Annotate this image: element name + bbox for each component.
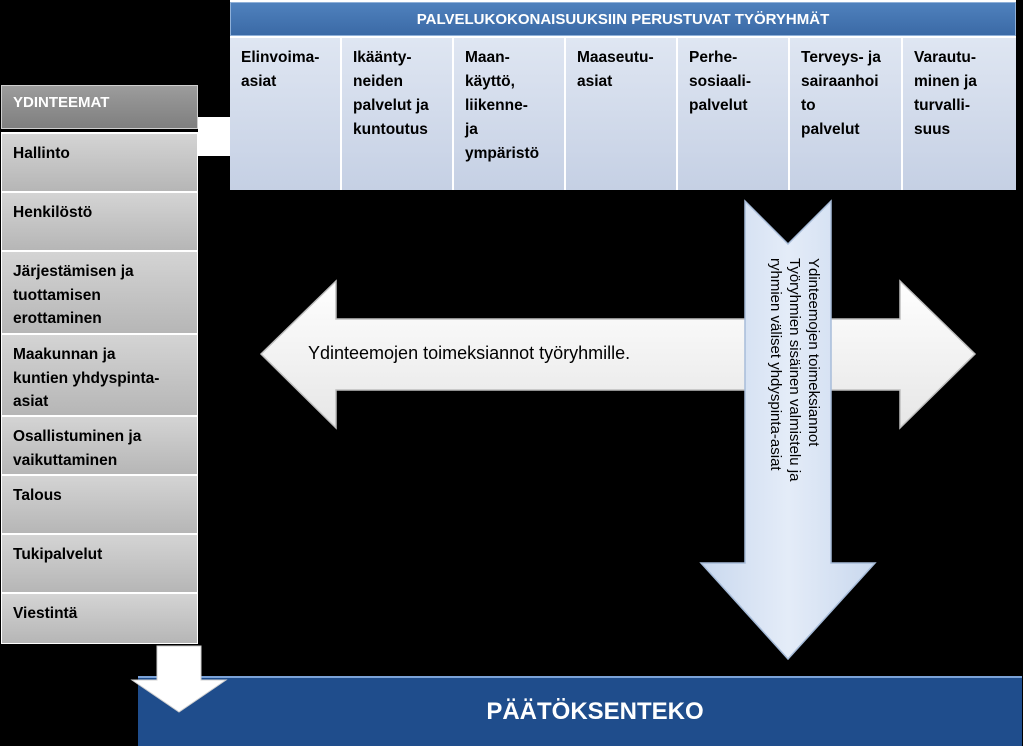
core-theme-item: Maakunnan ja kuntien yhdyspinta- asiat (1, 333, 198, 415)
core-theme-item: Henkilöstö (1, 191, 198, 250)
connector-bar (198, 117, 230, 156)
core-theme-item: Viestintä (1, 592, 198, 644)
work-group-column: Maan- käyttö, liikenne- ja ympäristö (454, 38, 564, 190)
decision-making-box: PÄÄTÖKSENTEKO (138, 676, 1022, 746)
work-group-column: Terveys- ja sairaanhoi to palvelut (790, 38, 901, 190)
core-themes-header: YDINTEEMAT (1, 85, 198, 129)
work-group-column: Elinvoima- asiat (230, 38, 340, 190)
work-group-header: PALVELUKOKONAISUUKSIIN PERUSTUVAT TYÖRYH… (230, 2, 1016, 36)
double-headed-arrow (259, 279, 977, 430)
core-theme-item: Järjestämisen ja tuottamisen erottaminen (1, 250, 198, 333)
small-down-arrow (130, 645, 228, 713)
work-group-column: Ikäänty- neiden palvelut ja kuntoutus (342, 38, 452, 190)
core-theme-item: Tukipalvelut (1, 533, 198, 592)
vertical-arrow-label: Ydinteemojen toimeksiannot Työryhmien si… (740, 258, 840, 518)
work-group-column: Varautu- minen ja turvalli- suus (903, 38, 1016, 190)
horizontal-arrow-label: Ydinteemojen toimeksiannot työryhmille. (308, 343, 631, 363)
core-theme-item: Talous (1, 474, 198, 533)
work-group-column: Perhe- sosiaali- palvelut (678, 38, 788, 190)
vertical-arrow-text: Ydinteemojen toimeksiannot Työryhmien si… (767, 258, 822, 482)
work-group-column: Maaseutu- asiat (566, 38, 676, 190)
down-arrow (699, 199, 877, 661)
core-theme-item: Hallinto (1, 132, 198, 191)
core-theme-item: Osallistuminen ja vaikuttaminen (1, 415, 198, 474)
